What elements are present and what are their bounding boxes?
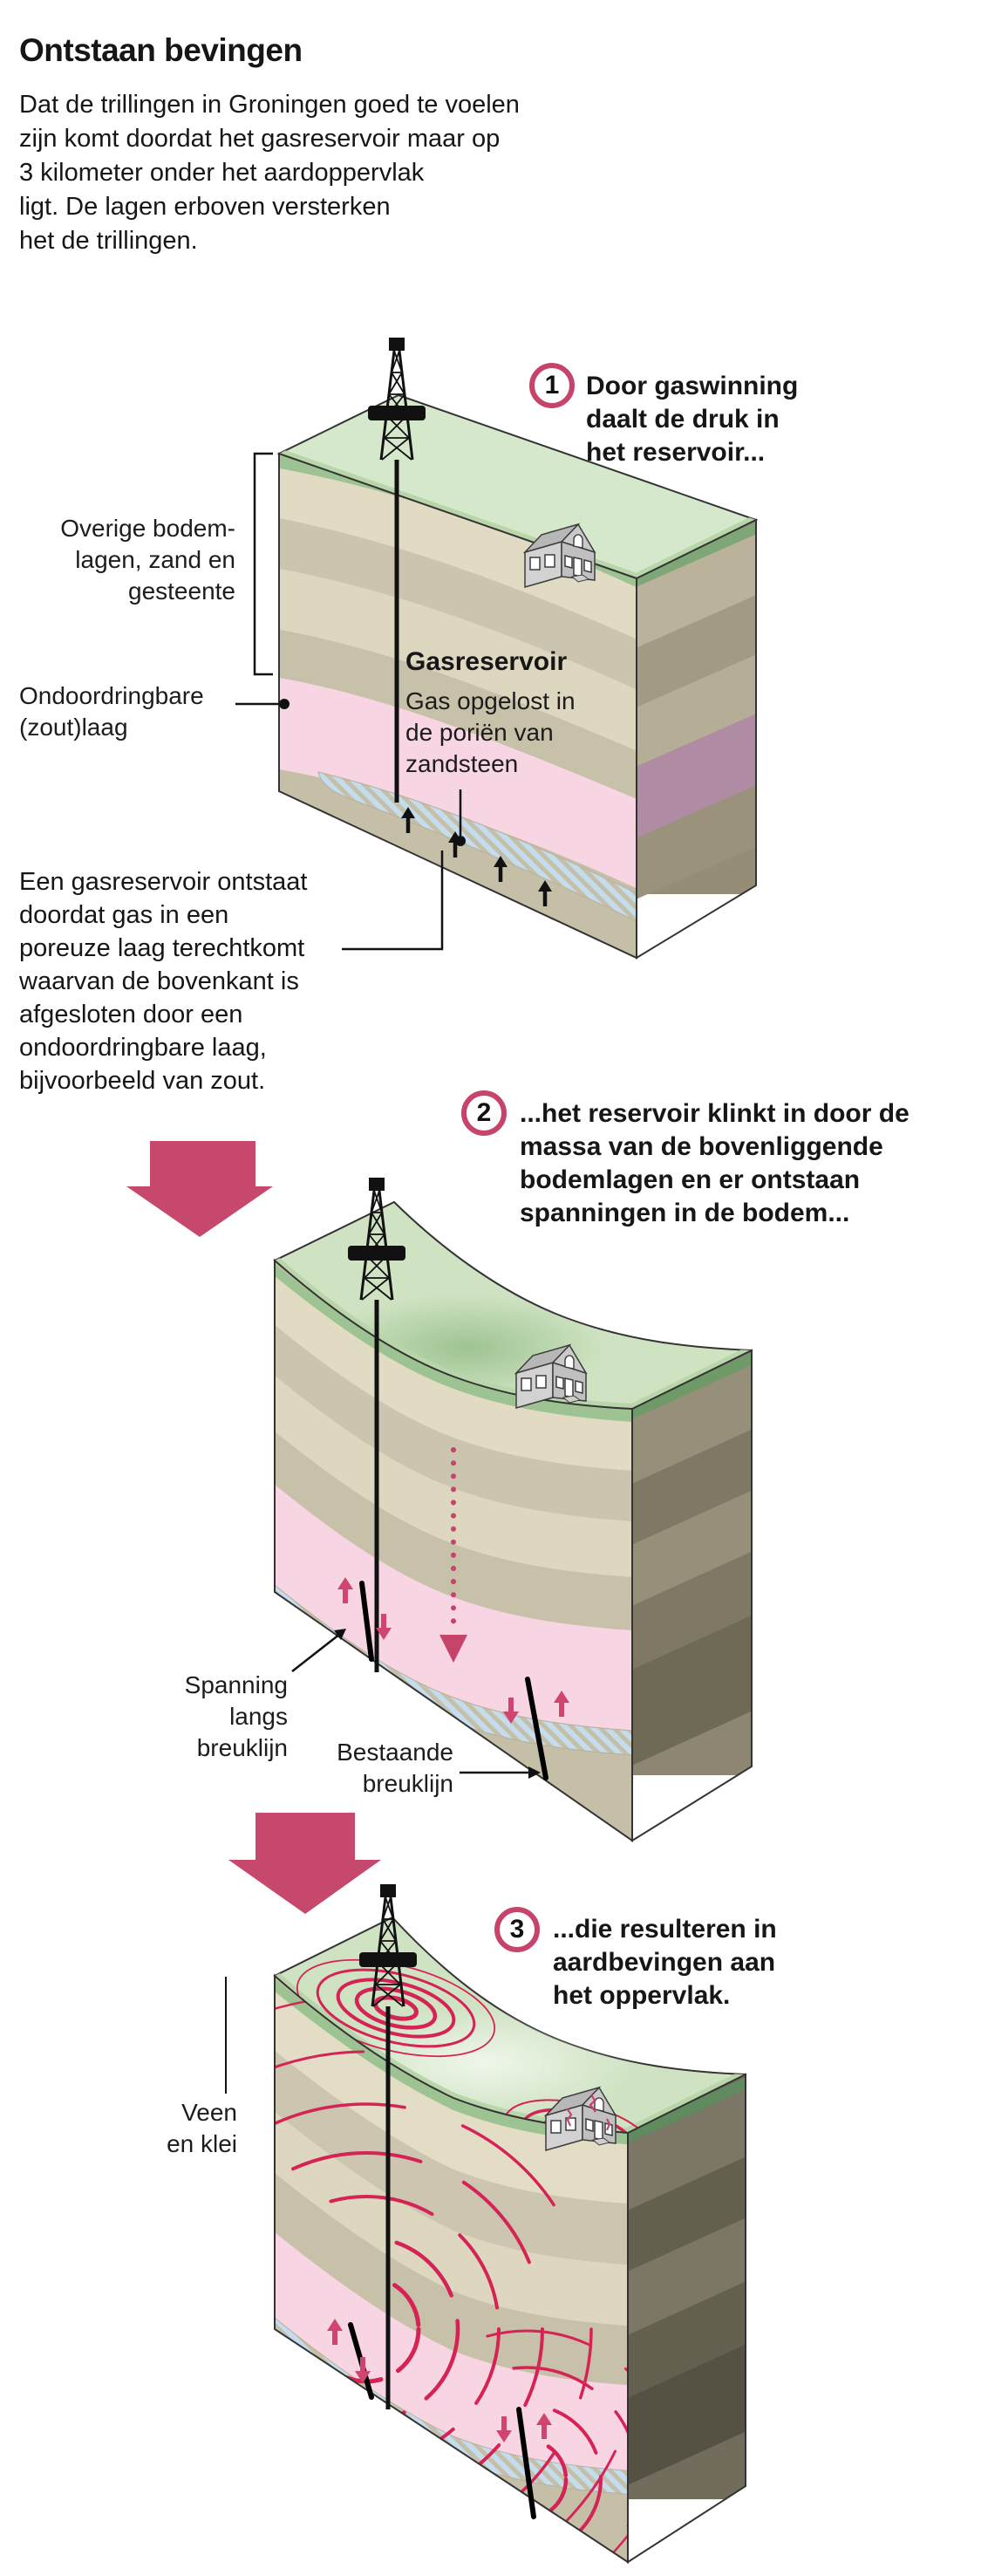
leader-impermeable xyxy=(235,699,290,709)
leader-reservoir-note xyxy=(342,851,444,951)
layer-impermeable-pink xyxy=(279,676,637,892)
leader-reservoir-dot xyxy=(455,789,466,846)
block-diagram-2 xyxy=(273,1176,753,1842)
intro-text: Dat de trillingen in Groningen goed te v… xyxy=(19,91,520,255)
label-impermeable-layer: Ondoordringbare (zout)laag xyxy=(19,682,204,741)
block-diagram-3 xyxy=(273,1882,746,2564)
label-gas-reservoir-title: Gasreservoir xyxy=(405,647,568,676)
label-stress-fault: Spanning langs breuklijn xyxy=(184,1671,288,1761)
gas-reservoir-lens xyxy=(317,771,637,923)
label-upper-layers: Overige bodem- lagen, zand en gesteente xyxy=(60,515,235,605)
bracket-upper-layers xyxy=(253,452,273,676)
leader-peat-clay xyxy=(225,1977,227,2094)
label-reservoir-note: Een gasreservoir ontstaat doordat gas in… xyxy=(19,868,308,1095)
label-existing-fault: Bestaande breuklijn xyxy=(337,1739,453,1797)
label-peat-clay: Veen en klei xyxy=(167,2099,237,2157)
layer-beige-2 xyxy=(279,567,637,755)
label-gas-reservoir-subtitle: Gas opgelost in de poriën van zandsteen xyxy=(405,687,576,777)
step-1-number: 1 xyxy=(529,363,575,408)
front-face-outline xyxy=(274,1258,633,1842)
step-2-text: ...het reservoir klinkt in door de massa… xyxy=(520,1099,909,1227)
fault-line-right xyxy=(525,1677,548,1780)
compaction-arrow xyxy=(439,1447,467,1663)
side-face-layers xyxy=(632,1350,752,1775)
down-arrow-icon-1 xyxy=(126,1141,273,1237)
layer-tan-2 xyxy=(279,628,637,803)
block-diagram-1 xyxy=(235,336,759,960)
step-2-number: 2 xyxy=(461,1090,507,1136)
step-3-number: 3 xyxy=(494,1907,540,1952)
leader-existing-fault xyxy=(460,1766,541,1779)
step-3-text: ...die resulteren in aardbevingen aan he… xyxy=(553,1915,777,2010)
layer-impermeable-pink xyxy=(275,1481,632,1732)
layer-tan-1 xyxy=(279,516,637,694)
side-face-layers xyxy=(637,520,756,903)
fault-line-left xyxy=(359,1581,374,1662)
layer-topsoil-green xyxy=(279,454,637,591)
fault-line-right xyxy=(516,2407,536,2519)
layer-impermeable-pink xyxy=(275,2229,628,2471)
side-face-layers xyxy=(628,2074,746,2499)
down-arrow-icon-2 xyxy=(228,1813,381,1914)
page-title: Ontstaan bevingen xyxy=(19,31,303,68)
step-1-text: Door gaswinning daalt de druk in het res… xyxy=(586,372,799,467)
layer-beige-1 xyxy=(279,467,637,643)
leader-stress-fault xyxy=(291,1629,346,1672)
front-face-outline xyxy=(278,452,637,960)
layer-peat-clay xyxy=(275,1988,628,2204)
